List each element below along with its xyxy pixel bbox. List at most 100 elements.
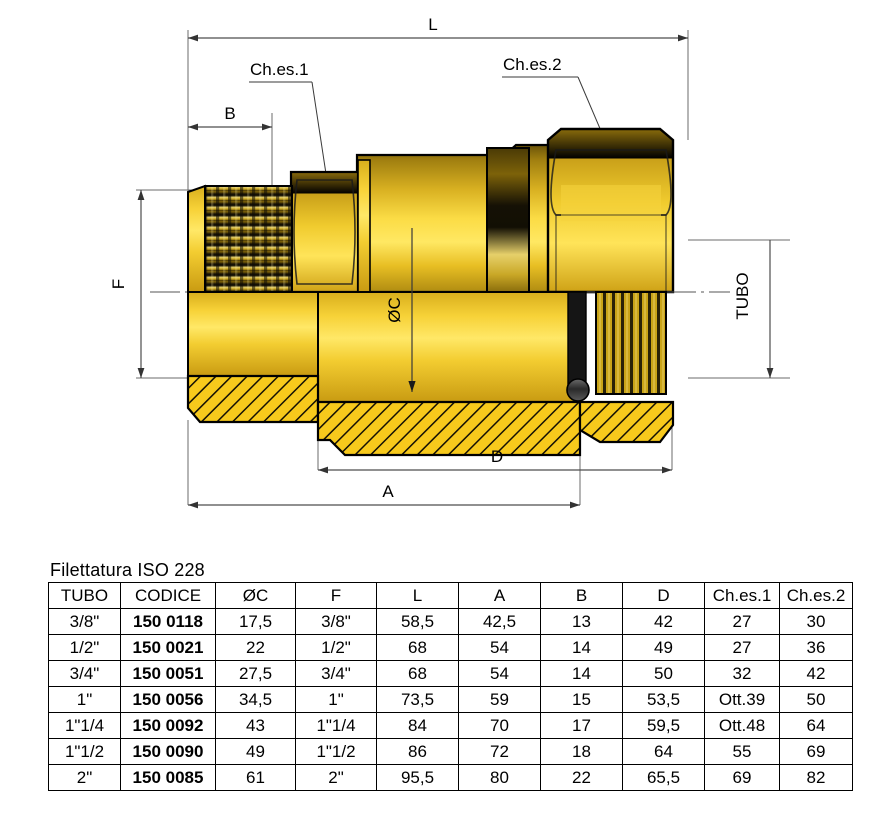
dimension-OC: ØC: [385, 228, 416, 392]
col-header-b: B: [540, 582, 623, 609]
cell-codice: 150 0118: [120, 608, 216, 635]
col-header-l: L: [376, 582, 459, 609]
table-body: 3/8" 150 0118 17,5 3/8" 58,5 42,5 13 42 …: [48, 608, 853, 791]
cell-codice: 150 0056: [120, 686, 216, 713]
cell-d: 59,5: [622, 712, 705, 739]
cell-l: 95,5: [376, 764, 459, 791]
col-header-a: A: [458, 582, 541, 609]
dimension-D: D: [318, 447, 672, 474]
table-header-row: TUBO CODICE ØC F L A B D Ch.es.1 Ch.es.2: [48, 582, 853, 609]
cell-oc: 49: [215, 738, 296, 765]
cell-oc: 22: [215, 634, 296, 661]
table-row: 1"1/2 150 0090 49 1"1/2 86 72 18 64 55 6…: [48, 738, 853, 765]
table-row: 1/2" 150 0021 22 1/2" 68 54 14 49 27 36: [48, 634, 853, 661]
cell-b: 15: [540, 686, 623, 713]
dimension-label-L: L: [428, 15, 437, 34]
cell-f: 1": [295, 686, 377, 713]
specification-section: Filettatura ISO 228 TUBO CODICE ØC F L A…: [0, 545, 891, 830]
specification-table: TUBO CODICE ØC F L A B D Ch.es.1 Ch.es.2…: [48, 582, 853, 791]
cell-oc: 17,5: [215, 608, 296, 635]
cell-a: 72: [458, 738, 541, 765]
col-header-ches2: Ch.es.2: [779, 582, 853, 609]
table-row: 1" 150 0056 34,5 1" 73,5 59 15 53,5 Ott.…: [48, 686, 853, 713]
fitting-drawing-svg: L B F TUBO Ch.es.1 Ch.es.2: [109, 15, 790, 509]
cell-tubo: 1/2": [48, 634, 121, 661]
table-row: 3/4" 150 0051 27,5 3/4" 68 54 14 50 32 4…: [48, 660, 853, 687]
dimension-TUBO: TUBO: [733, 240, 774, 378]
fitting-assembly: ØC: [150, 127, 730, 457]
cell-f: 1"1/4: [295, 712, 377, 739]
cell-l: 86: [376, 738, 459, 765]
cell-d: 65,5: [622, 764, 705, 791]
cell-a: 42,5: [458, 608, 541, 635]
callout-label-ches2: Ch.es.2: [503, 55, 562, 74]
callout-label-ches1: Ch.es.1: [250, 60, 309, 79]
dimension-B: B: [188, 104, 272, 131]
table-row: 1"1/4 150 0092 43 1"1/4 84 70 17 59,5 Ot…: [48, 712, 853, 739]
cell-ches1: 27: [704, 608, 780, 635]
cell-tubo: 1"1/4: [48, 712, 121, 739]
cell-ches1: Ott.39: [704, 686, 780, 713]
dimension-label-TUBO: TUBO: [733, 272, 752, 319]
dimension-A: A: [188, 482, 580, 509]
male-thread-left: [204, 185, 293, 293]
cell-ches2: 42: [779, 660, 853, 687]
cell-a: 59: [458, 686, 541, 713]
hex-ches1-upper: [289, 170, 360, 294]
cell-codice: 150 0051: [120, 660, 216, 687]
cell-d: 42: [622, 608, 705, 635]
cell-d: 53,5: [622, 686, 705, 713]
cell-codice: 150 0092: [120, 712, 216, 739]
cell-tubo: 2": [48, 764, 121, 791]
cell-ches2: 50: [779, 686, 853, 713]
cell-b: 17: [540, 712, 623, 739]
section-hatch-left: [186, 374, 320, 424]
cell-l: 68: [376, 634, 459, 661]
cell-tubo: 3/4": [48, 660, 121, 687]
dimension-L: L: [188, 15, 688, 42]
col-header-f: F: [295, 582, 377, 609]
hex-ches1-flat-edge: [293, 179, 356, 285]
cell-oc: 34,5: [215, 686, 296, 713]
cell-ches2: 69: [779, 738, 853, 765]
technical-drawing: L B F TUBO Ch.es.1 Ch.es.2: [109, 15, 790, 509]
thread-chamfer-left: [187, 184, 206, 293]
col-header-d: D: [622, 582, 705, 609]
cell-ches2: 36: [779, 634, 853, 661]
section-hatch-right: [578, 400, 675, 444]
cell-b: 14: [540, 634, 623, 661]
female-thread-right: [595, 291, 667, 395]
cell-f: 3/4": [295, 660, 377, 687]
hex-ches2-highlight: [561, 185, 661, 221]
cell-f: 3/8": [295, 608, 377, 635]
cell-f: 1/2": [295, 634, 377, 661]
cell-a: 70: [458, 712, 541, 739]
cell-a: 54: [458, 634, 541, 661]
bore-face-left: [187, 291, 319, 377]
cell-ches1: 27: [704, 634, 780, 661]
cell-ches1: 32: [704, 660, 780, 687]
cell-codice: 150 0021: [120, 634, 216, 661]
cell-l: 73,5: [376, 686, 459, 713]
dimension-label-B: B: [224, 104, 235, 123]
cell-l: 68: [376, 660, 459, 687]
gasket-seat: [567, 291, 587, 393]
cell-codice: 150 0085: [120, 764, 216, 791]
sleeve-shoulder: [486, 147, 530, 293]
cell-ches1: 69: [704, 764, 780, 791]
cell-l: 58,5: [376, 608, 459, 635]
cell-b: 13: [540, 608, 623, 635]
cell-d: 64: [622, 738, 705, 765]
cell-ches1: Ott.48: [704, 712, 780, 739]
dimension-label-D: D: [491, 447, 503, 466]
cell-l: 84: [376, 712, 459, 739]
cell-tubo: 1": [48, 686, 121, 713]
hex-ches1-collar: [357, 159, 371, 293]
cell-codice: 150 0090: [120, 738, 216, 765]
cell-ches2: 82: [779, 764, 853, 791]
cell-b: 14: [540, 660, 623, 687]
cell-tubo: 1"1/2: [48, 738, 121, 765]
table-caption: Filettatura ISO 228: [50, 560, 205, 580]
cell-f: 1"1/2: [295, 738, 377, 765]
cell-d: 49: [622, 634, 705, 661]
